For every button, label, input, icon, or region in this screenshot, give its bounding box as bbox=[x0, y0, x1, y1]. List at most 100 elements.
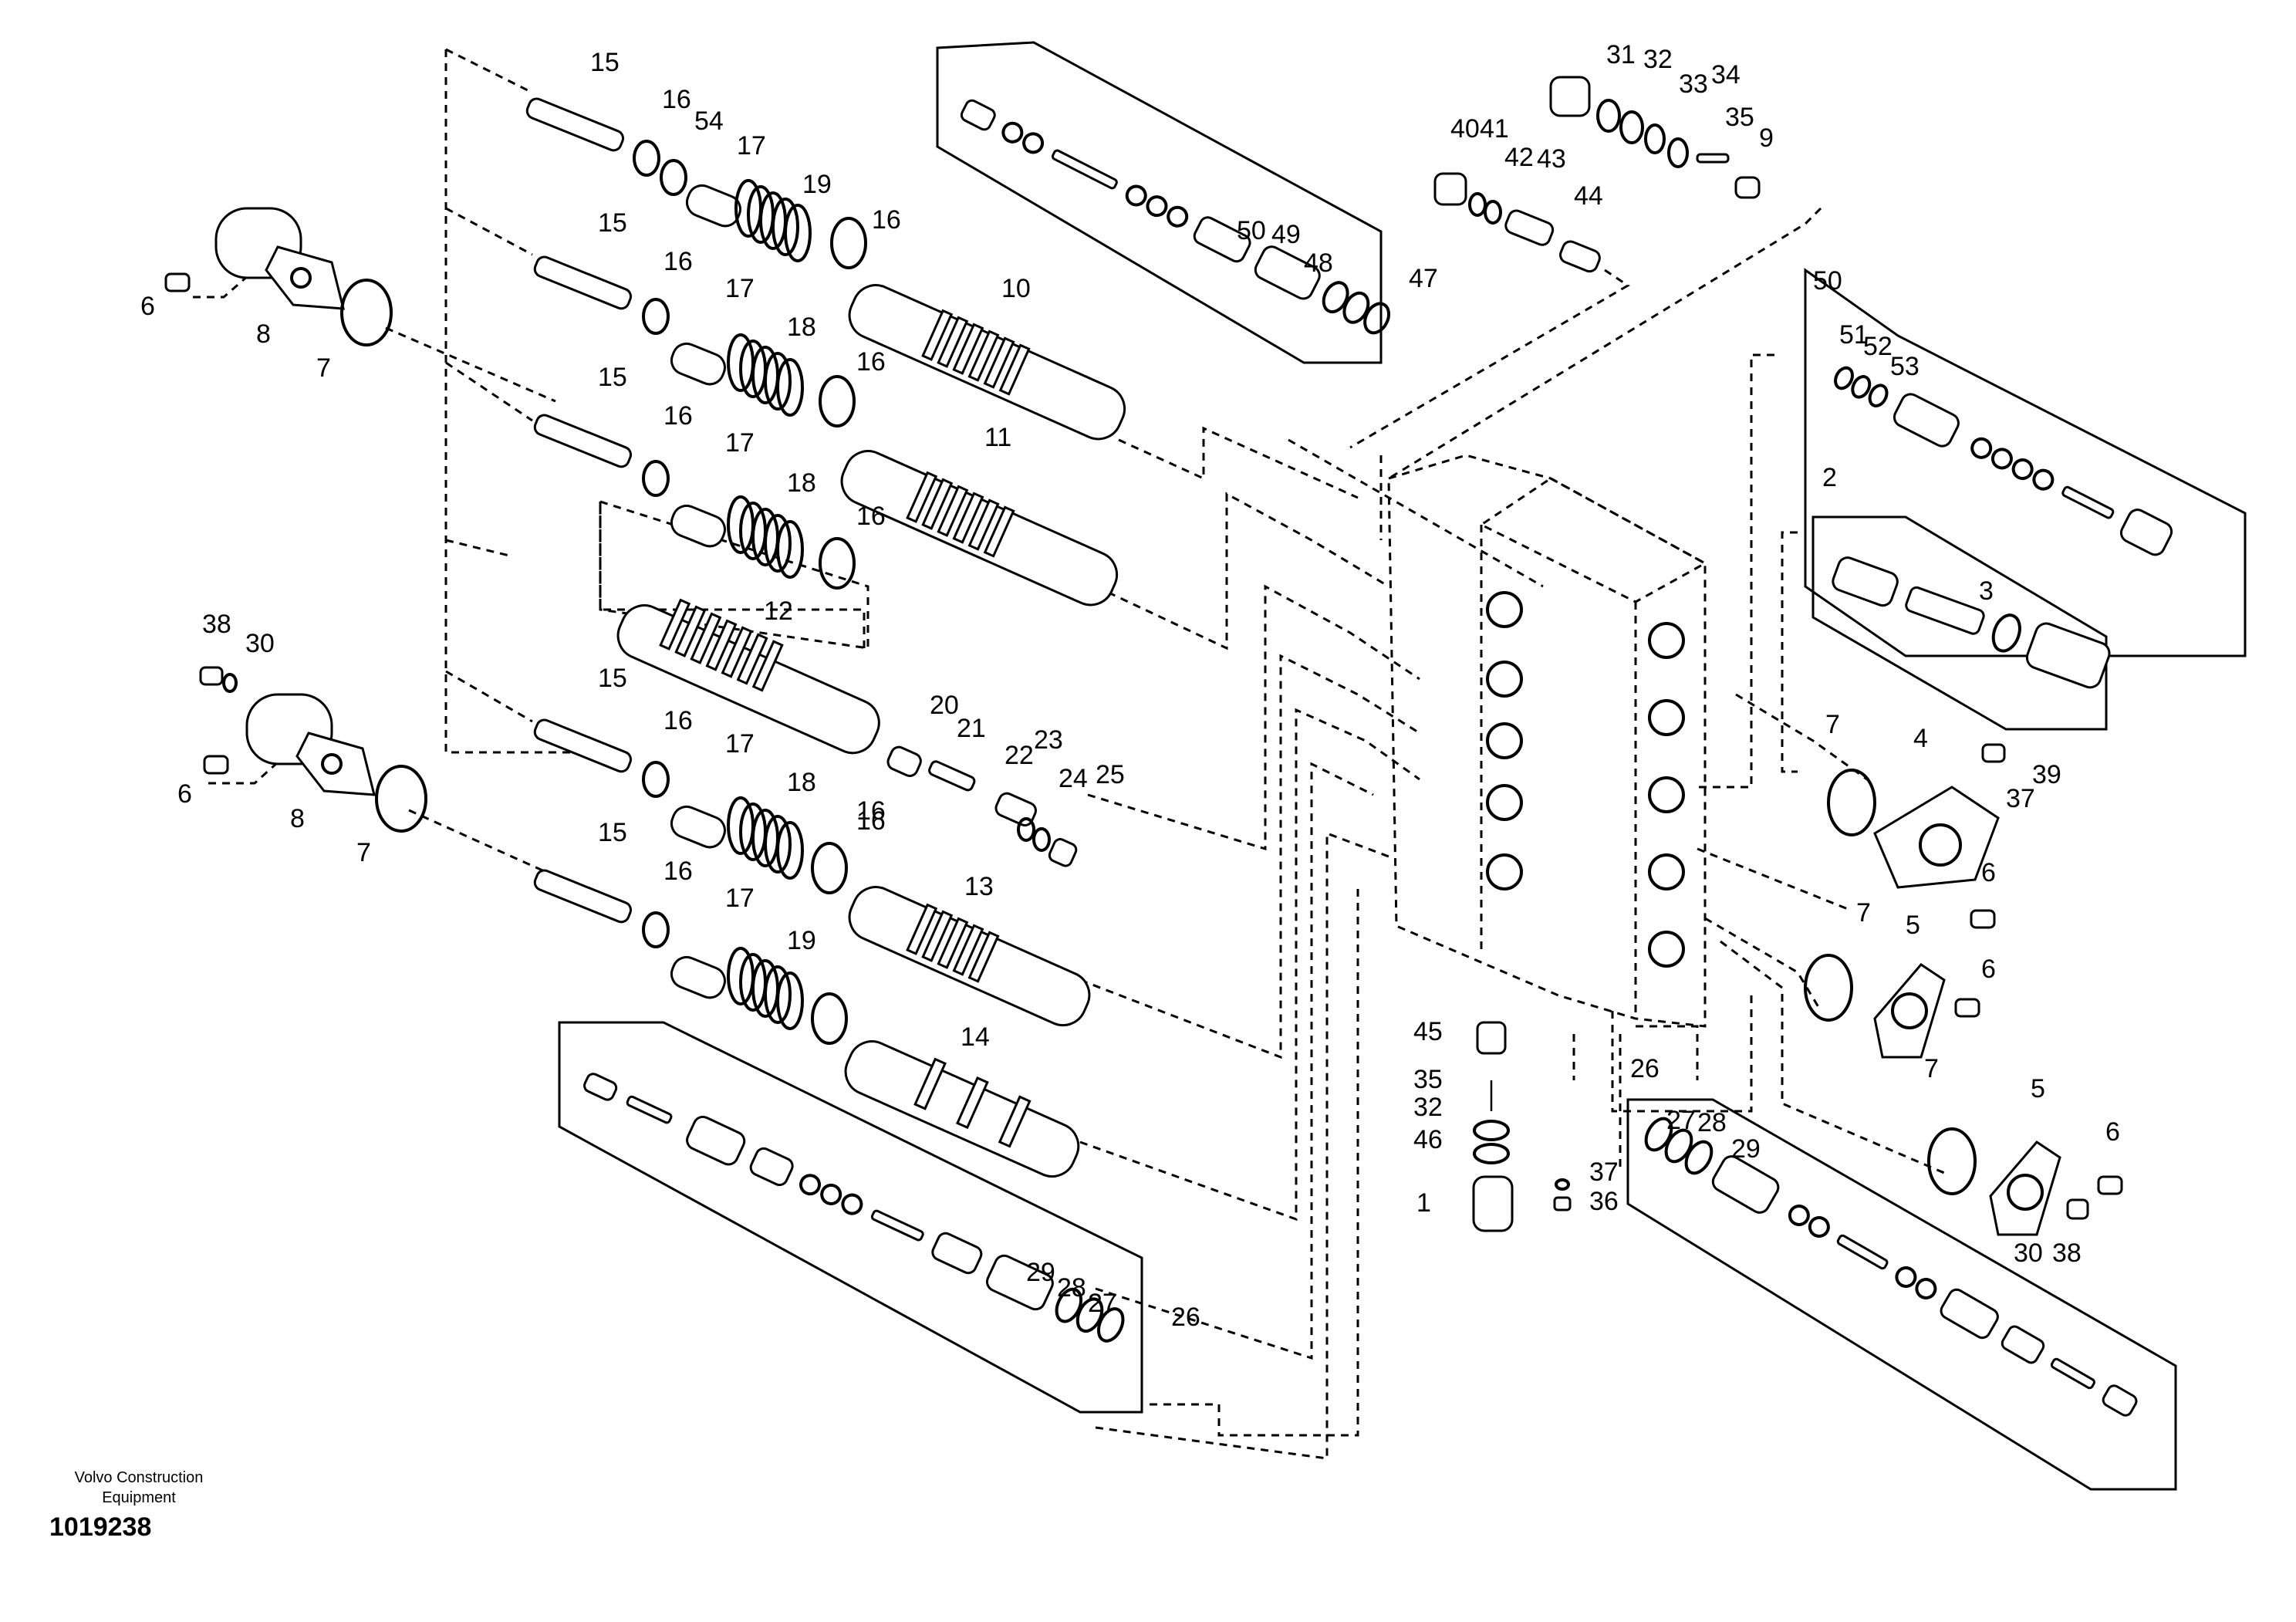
callout-label: 6 bbox=[2105, 1117, 2120, 1147]
callout-label: 42 bbox=[1504, 143, 1534, 172]
callout-label: 16 bbox=[872, 205, 901, 235]
callout-label: 18 bbox=[787, 313, 816, 342]
callout-label: 32 bbox=[1413, 1093, 1443, 1122]
callout-label: 37 bbox=[2006, 784, 2035, 813]
callout-label: 33 bbox=[1679, 69, 1708, 99]
callout-label: 23 bbox=[1034, 725, 1063, 755]
callout-label: 48 bbox=[1304, 248, 1333, 278]
callout-label: 4 bbox=[1913, 724, 1928, 753]
spool-rows bbox=[525, 97, 1126, 1178]
callout-label: 7 bbox=[1825, 710, 1840, 739]
callout-label: 17 bbox=[725, 884, 755, 913]
spool-row-2 bbox=[533, 255, 1126, 441]
callout-label: 29 bbox=[1026, 1258, 1055, 1287]
callout-label: 44 bbox=[1574, 181, 1603, 211]
callout-label: 5 bbox=[1906, 911, 1920, 940]
callout-label: 8 bbox=[290, 804, 305, 833]
callout-label: 45 bbox=[1413, 1017, 1443, 1046]
callout-label: 18 bbox=[787, 468, 816, 498]
callout-label: 15 bbox=[598, 664, 627, 693]
callout-label: 36 bbox=[1589, 1187, 1619, 1216]
callout-label: 31 bbox=[1606, 40, 1636, 69]
cover-5-b bbox=[1927, 1127, 2123, 1236]
valve-body bbox=[1387, 454, 1708, 1028]
callout-label: 34 bbox=[1711, 60, 1741, 90]
cover-5-a bbox=[1804, 954, 1980, 1059]
callout-label: 16 bbox=[663, 247, 693, 276]
top-plug-parts bbox=[1433, 76, 1761, 273]
callout-label: 35 bbox=[1413, 1065, 1443, 1094]
callout-label: 17 bbox=[725, 274, 755, 303]
callout-label: 21 bbox=[957, 714, 986, 743]
callout-label: 6 bbox=[140, 292, 155, 321]
callout-label: 27 bbox=[1088, 1289, 1117, 1318]
callout-label: 15 bbox=[598, 363, 627, 392]
brand-line-1: Volvo Construction bbox=[74, 1469, 204, 1486]
callout-label: 27 bbox=[1666, 1106, 1696, 1135]
callout-label: 50 bbox=[1813, 266, 1842, 296]
callout-label: 17 bbox=[725, 428, 755, 458]
callout-label: 18 bbox=[787, 768, 816, 797]
callout-label: 54 bbox=[694, 106, 724, 136]
callout-label: 40 bbox=[1450, 114, 1480, 144]
callout-label: 17 bbox=[737, 131, 766, 161]
boxed-parts bbox=[583, 99, 2173, 1417]
callout-label: 50 bbox=[1237, 216, 1266, 245]
callout-label: 16 bbox=[856, 347, 886, 377]
cover-8-bottom bbox=[199, 666, 427, 833]
assembly-boxes bbox=[558, 41, 2247, 1491]
callout-label: 19 bbox=[787, 926, 816, 955]
callout-label: 13 bbox=[964, 872, 994, 901]
callout-label: 14 bbox=[961, 1022, 990, 1052]
callout-label: 16 bbox=[663, 857, 693, 886]
spool-row-1 bbox=[525, 97, 867, 269]
callout-label: 30 bbox=[245, 629, 275, 658]
callout-label: 24 bbox=[1059, 764, 1088, 793]
callout-label: 39 bbox=[2032, 760, 2061, 789]
leader-lines bbox=[193, 48, 1945, 1460]
callout-labels: 1516541719161516171816101516171816111215… bbox=[140, 40, 2120, 1332]
callout-label: 16 bbox=[856, 502, 886, 531]
callout-label: 9 bbox=[1759, 123, 1774, 153]
callout-label: 38 bbox=[202, 610, 231, 639]
cover-4 bbox=[1827, 743, 2006, 929]
drawing-number: 1019238 bbox=[49, 1512, 152, 1542]
callout-label: 35 bbox=[1725, 103, 1754, 132]
callout-label: 51 bbox=[1839, 320, 1869, 350]
callout-label: 30 bbox=[2014, 1238, 2043, 1268]
callout-label: 26 bbox=[1171, 1303, 1200, 1332]
callout-label: 6 bbox=[1981, 955, 1996, 984]
callout-label: 41 bbox=[1480, 114, 1509, 144]
spool-row-5 bbox=[533, 869, 1091, 1178]
spool-row-4 bbox=[533, 718, 848, 894]
callout-label: 8 bbox=[256, 319, 271, 349]
spool-row-3 bbox=[533, 414, 1119, 607]
callout-label: 3 bbox=[1979, 576, 1994, 606]
callout-label: 17 bbox=[725, 729, 755, 759]
callout-label: 7 bbox=[1924, 1054, 1939, 1083]
bottom-center-parts bbox=[1472, 1021, 1572, 1232]
callout-label: 6 bbox=[1981, 858, 1996, 887]
callout-label: 53 bbox=[1890, 352, 1920, 381]
callout-label: 19 bbox=[802, 170, 832, 199]
callout-label: 52 bbox=[1863, 332, 1893, 361]
callout-label: 10 bbox=[1001, 274, 1031, 303]
callout-label: 32 bbox=[1643, 45, 1673, 74]
callout-label: 12 bbox=[764, 596, 793, 626]
brand-line-2: Equipment bbox=[102, 1489, 176, 1506]
callout-label: 47 bbox=[1409, 264, 1438, 293]
callout-label: 6 bbox=[177, 779, 192, 809]
spool-row-12 bbox=[616, 598, 1078, 867]
callout-label: 28 bbox=[1697, 1108, 1727, 1137]
callout-label: 11 bbox=[984, 423, 1011, 452]
callout-label: 20 bbox=[930, 691, 959, 720]
cover-8-top bbox=[164, 207, 393, 346]
callout-label: 15 bbox=[598, 208, 627, 238]
callout-label: 16 bbox=[663, 706, 693, 735]
callout-label: 43 bbox=[1537, 144, 1566, 174]
callout-label: 46 bbox=[1413, 1125, 1443, 1154]
callout-label: 7 bbox=[1856, 898, 1871, 928]
callout-label: 5 bbox=[2031, 1074, 2045, 1103]
callout-label: 7 bbox=[356, 838, 371, 867]
